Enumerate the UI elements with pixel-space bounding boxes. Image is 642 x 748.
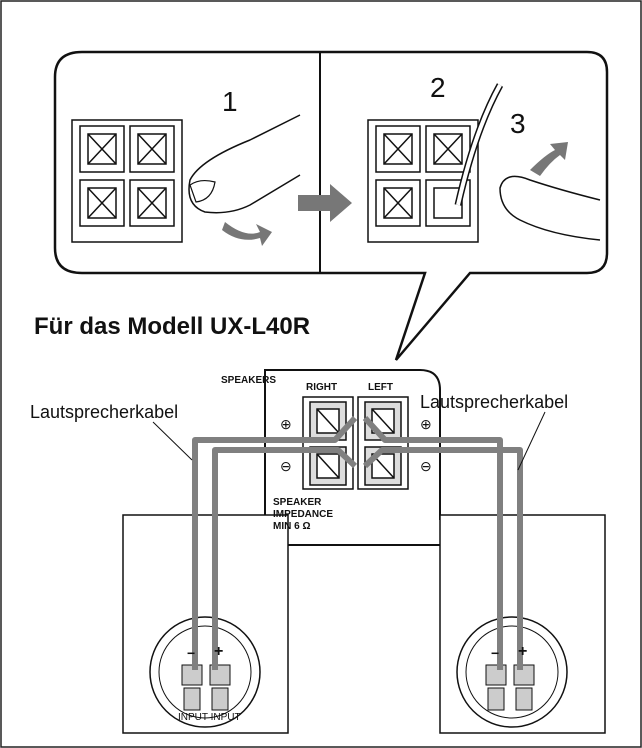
- right-minus-label: −: [491, 645, 500, 661]
- plus-symbol-right: ⊕: [420, 416, 432, 432]
- minus-symbol-right: ⊖: [420, 458, 432, 474]
- curved-arrow-step3: [530, 142, 568, 176]
- step-2-label: 2: [430, 72, 446, 103]
- plus-symbol-left: ⊕: [280, 416, 292, 432]
- left-minus-label: −: [187, 645, 196, 661]
- finger-icon-step1: [188, 114, 301, 214]
- minus-symbol-left: ⊖: [280, 458, 292, 474]
- terminal-block-step2: [367, 119, 479, 243]
- left-input-label: INPUT INPUT: [178, 712, 241, 723]
- finger-icon-step3: [499, 175, 601, 241]
- next-step-arrow: [298, 184, 352, 222]
- cable-label-left: Lautsprecherkabel: [30, 402, 179, 422]
- impedance-line1: SPEAKER: [273, 497, 322, 508]
- speaker-cables: [192, 415, 523, 670]
- left-label-leader: [152, 421, 193, 461]
- step-3-label: 3: [510, 108, 526, 139]
- cable-label-right: Lautsprecherkabel: [420, 392, 569, 412]
- right-channel-label: RIGHT: [306, 382, 338, 393]
- step-1-label: 1: [222, 86, 238, 117]
- left-terminal-plate-inner: [158, 625, 252, 719]
- impedance-line3: MIN 6 Ω: [273, 521, 311, 532]
- panel-terminals: [302, 396, 409, 490]
- rear-panel: [264, 369, 441, 546]
- model-title: Für das Modell UX-L40R: [34, 313, 311, 340]
- impedance-line2: IMPEDANCE: [273, 509, 334, 520]
- wire-core-step2: [456, 84, 502, 206]
- left-plus-label: +: [214, 643, 224, 660]
- speakers-label: SPEAKERS: [221, 375, 277, 386]
- left-channel-label: LEFT: [368, 382, 393, 393]
- right-label-leader: [517, 411, 546, 471]
- fingernail-icon: [189, 179, 216, 203]
- curved-arrow-step1: [222, 222, 272, 246]
- right-plus-label: +: [518, 643, 528, 660]
- terminal-block-step1: [71, 119, 183, 243]
- right-terminal-plate-inner: [465, 625, 559, 719]
- speaker-clips: [181, 664, 535, 711]
